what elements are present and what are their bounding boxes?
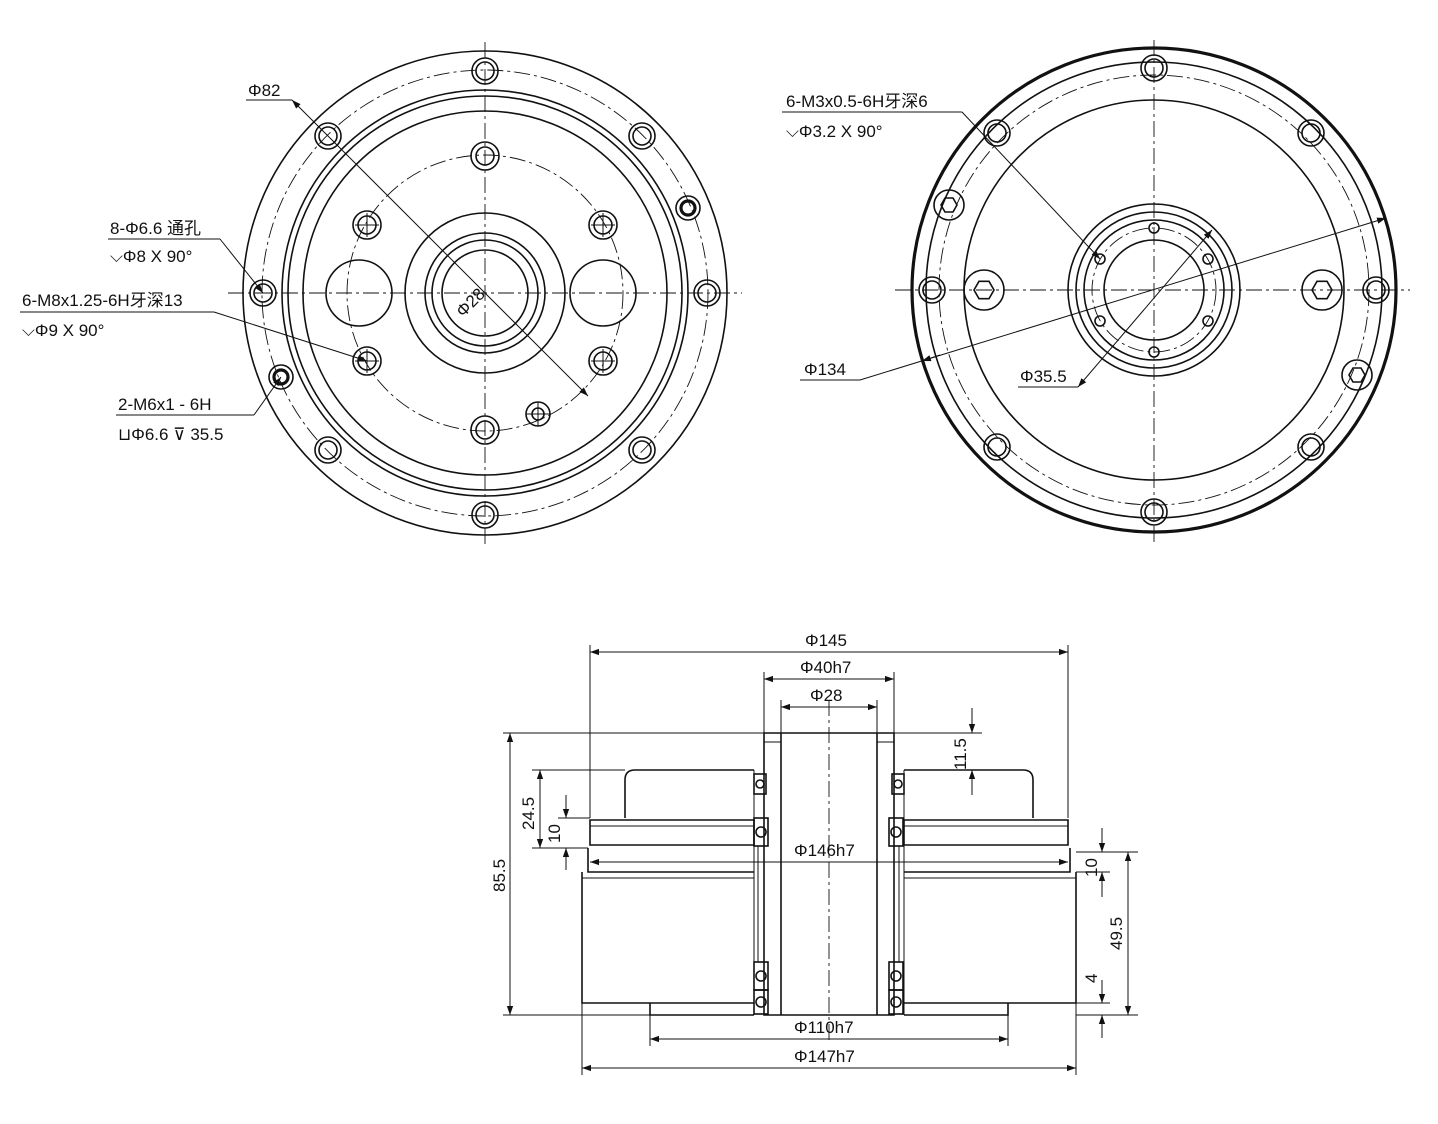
d10-right-label: 10	[1082, 858, 1101, 877]
phi134-label: Φ134	[804, 360, 846, 379]
d11-5-label: 11.5	[951, 738, 970, 770]
hole8-leader	[219, 238, 264, 294]
d10-left-label: 10	[545, 824, 564, 843]
back-ring-1	[925, 61, 1383, 519]
front-phi28-label: Φ28	[452, 284, 488, 320]
section-phi28-label: Φ28	[810, 686, 842, 705]
m8-leader	[213, 311, 368, 362]
section-bearings	[753, 773, 905, 1015]
hole8-callout-line1: 8-Φ6.6 通孔	[110, 219, 201, 238]
front-ring-1	[281, 89, 689, 497]
back-view: 6-M3x0.5-6H牙深6 ⌵Φ3.2 X 90° Φ134 Φ35.5	[782, 40, 1410, 542]
phi146h7-label: Φ146h7	[794, 841, 855, 860]
m6-leader	[253, 376, 282, 416]
section-body-right	[903, 769, 1077, 1016]
d49-5-label: 49.5	[1107, 917, 1126, 950]
section-body-left	[581, 769, 755, 1016]
m8-callout-line1: 6-M8x1.25-6H牙深13	[22, 291, 183, 310]
m8-callout-line2: ⌵Φ9 X 90°	[22, 321, 104, 340]
front-outer-flange	[242, 50, 728, 536]
d85-5-label: 85.5	[490, 859, 509, 892]
front-bolt-circle-outer	[261, 69, 709, 517]
phi145-label: Φ145	[805, 631, 847, 650]
d4-label: 4	[1082, 974, 1101, 983]
m3-callout-line1: 6-M3x0.5-6H牙深6	[786, 92, 928, 111]
front-view: Φ82 Φ28 8-Φ6.6 通孔 ⌵Φ8 X 90° 6-M8x1.25-6H…	[20, 42, 742, 544]
phi82-label: Φ82	[248, 81, 280, 100]
phi147h7-label: Φ147h7	[794, 1047, 855, 1066]
m6-callout-line1: 2-M6x1 - 6H	[118, 395, 212, 414]
back-bolt-circle	[938, 74, 1370, 506]
phi134-arrow	[921, 354, 941, 362]
back-outer-holes	[918, 54, 1390, 526]
front-ring-2	[287, 95, 683, 491]
phi82-dimension-line	[291, 99, 589, 397]
m3-callout-line2: ⌵Φ3.2 X 90°	[786, 122, 883, 141]
phi35-label: Φ35.5	[1020, 367, 1067, 386]
m3-leader	[961, 111, 1101, 260]
back-outer-flange	[910, 46, 1398, 534]
d24-5-label: 24.5	[519, 797, 538, 830]
section-view: Φ145 Φ40h7 Φ28 11.5 85.5 24.5 10 Φ146h7	[490, 631, 1138, 1075]
phi110h7-label: Φ110h7	[794, 1018, 854, 1037]
phi40h7-label: Φ40h7	[800, 658, 851, 677]
m6-callout-line2: ⊔Φ6.6 ⊽ 35.5	[118, 425, 223, 444]
phi35-dimension-line	[1077, 229, 1213, 388]
back-socket-screws	[933, 189, 1373, 391]
hole8-callout-line2: ⌵Φ8 X 90°	[110, 247, 192, 266]
